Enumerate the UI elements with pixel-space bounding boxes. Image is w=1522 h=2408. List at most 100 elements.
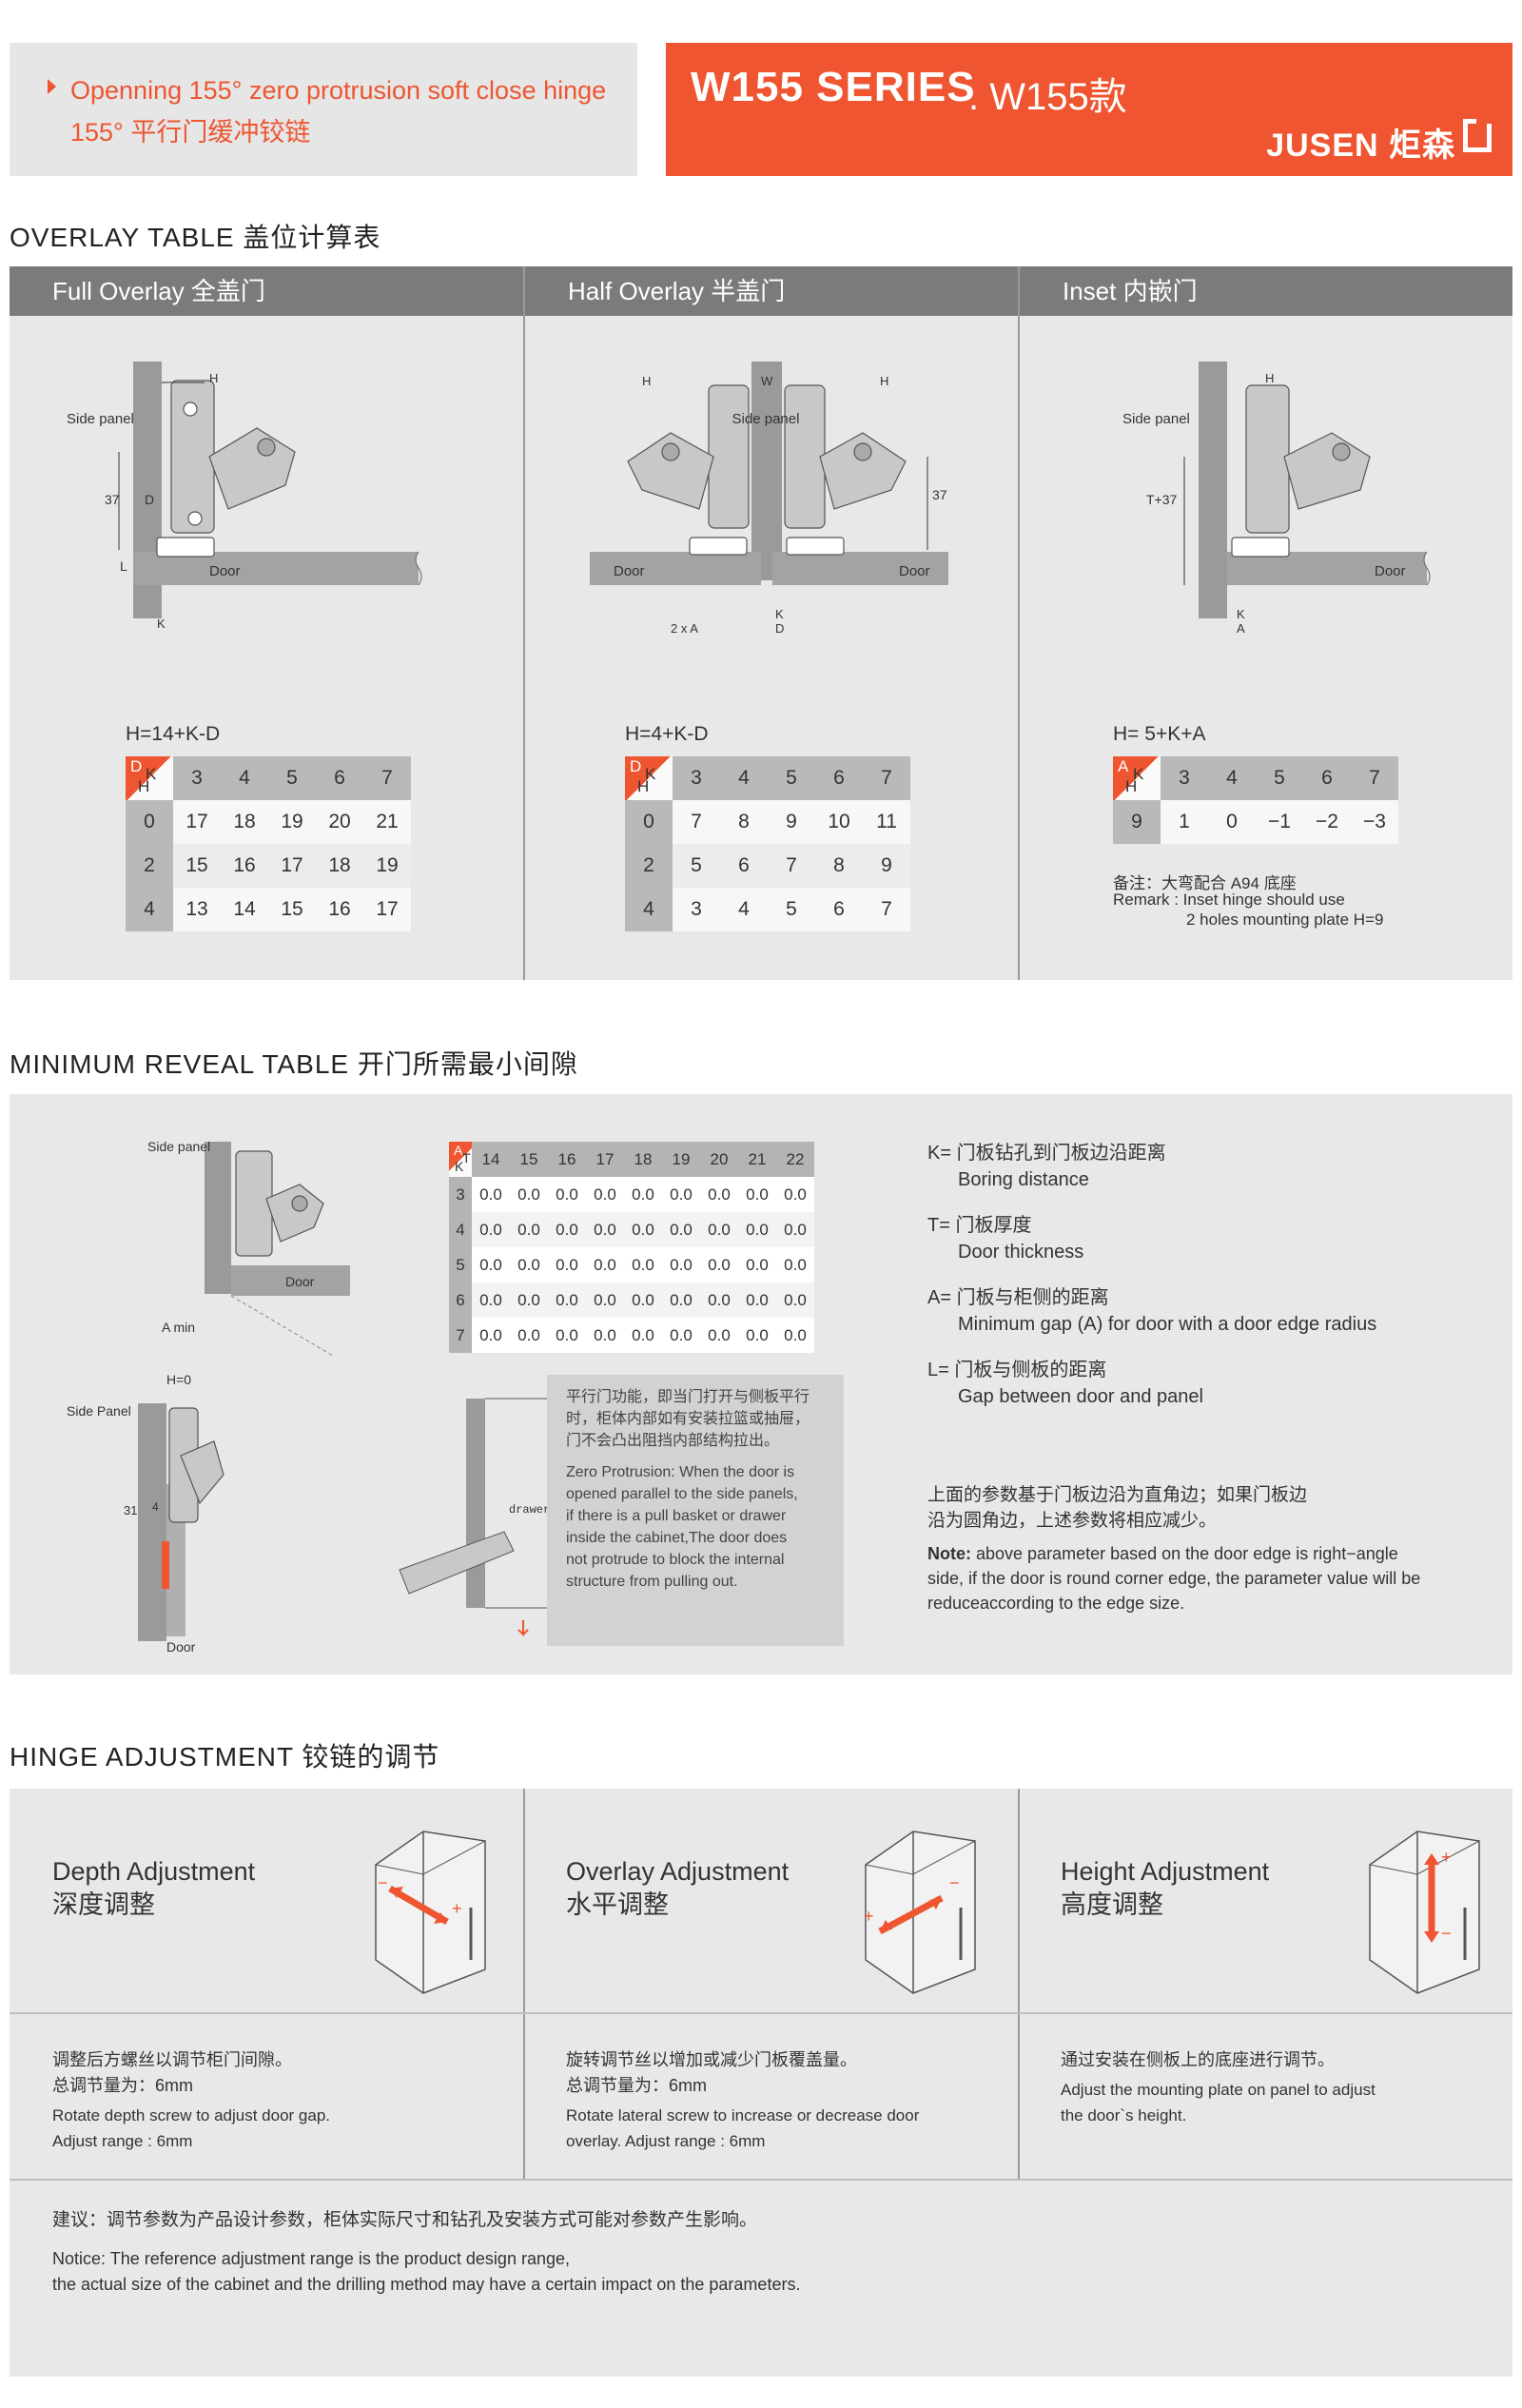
table-row: 2 5 6 7 8 9 [625, 844, 910, 888]
drawer-diagram [399, 1398, 571, 1637]
footer-en2: the actual size of the cabinet and the d… [52, 2275, 801, 2294]
depth-cabinet-icon: − + [375, 1830, 486, 1994]
table-header-cell: 6 [316, 756, 363, 800]
table-row: 0 7 8 9 10 11 [625, 800, 910, 844]
door-label: Door [209, 563, 241, 579]
side-panel-label: Side panel [1122, 411, 1190, 427]
overlay-cabinet-icon: + − [864, 1830, 976, 1994]
row-divider [10, 2012, 1512, 2014]
header-left-box: Openning 155° zero protrusion soft close… [10, 43, 637, 176]
half-overlay-diagram: Side panel H W H 37 Door Door 2 x A K D [590, 362, 948, 636]
dim-d-label: D [775, 621, 784, 636]
half-overlay-formula: H=4+K-D [625, 723, 709, 745]
brand-logo-icon [1463, 119, 1492, 152]
plus-sign: + [1441, 1848, 1452, 1867]
overlay-col-header-inset: Inset 内嵌门 [1020, 266, 1512, 316]
door-label: Door [285, 1274, 315, 1289]
table-header-cell: 5 [768, 756, 815, 800]
overlay-adjustment-title: Overlay Adjustment 水平调整 [566, 1857, 790, 1919]
depth-adjustment-title: Depth Adjustment 深度调整 [52, 1857, 256, 1919]
dim-t37-label: T+37 [1146, 492, 1178, 507]
inset-formula: H= 5+K+A [1113, 723, 1206, 745]
reveal-diagram-top: Side panel Door A min [147, 1139, 350, 1357]
dim-37-label: 37 [105, 492, 120, 507]
table-header-cell: 4 [221, 756, 268, 800]
adjustment-section-title: HINGE ADJUSTMENT 铰链的调节 [10, 1742, 440, 1772]
dim-h-label: H [880, 374, 888, 388]
depth-adjustment-desc: 调整后方螺丝以调节柜门间隙。 总调节量为：6mm Rotate depth sc… [52, 2050, 331, 2150]
minus-sign: − [1441, 1924, 1452, 1943]
brand-name: JUSEN 炬森 [1266, 127, 1455, 164]
footer-cn: 建议：调节参数为产品设计参数，柜体实际尺寸和钻孔及安装方式可能对参数产生影响。 [52, 2210, 758, 2230]
side-panel-label: Side Panel [67, 1403, 131, 1419]
table-header-cell: 4 [1208, 756, 1256, 800]
table-row: 4 3 4 5 6 7 [625, 888, 910, 931]
table-header-cell: 5 [1256, 756, 1303, 800]
height-adjustment-desc: 通过安装在侧板上的底座进行调节。 Adjust the mounting pla… [1061, 2050, 1376, 2124]
h0-label: H=0 [166, 1372, 191, 1387]
reveal-panel: Side panel Door A min Side Panel H=0 31 … [10, 1094, 1512, 1674]
table-header-cell: 6 [1303, 756, 1351, 800]
reveal-legend: K= 门板钻孔到门板边沿距离 Boring distance T= 门板厚度 D… [927, 1140, 1498, 1410]
legend-k-en: Boring distance [958, 1169, 1089, 1190]
header-right-box: W155 SERIES . W155款 JUSEN 炬森 [666, 43, 1512, 176]
inset-remark-en2: 2 holes mounting plate H=9 [1186, 910, 1384, 929]
dim-31-label: 31 [124, 1503, 137, 1517]
dim-h-label: H [1265, 371, 1274, 385]
column-divider [523, 1789, 525, 2179]
height-cabinet-icon: + − [1369, 1830, 1480, 1994]
side-panel-label: Side panel [67, 411, 134, 427]
reveal-note-en: Note: above parameter based on the door … [927, 1544, 1421, 1613]
overlay-section-title: OVERLAY TABLE 盖位计算表 [10, 223, 381, 252]
table-row: 0 17 18 19 20 21 [126, 800, 411, 844]
overlay-adjustment-desc: 旋转调节丝以增加或减少门板覆盖量。 总调节量为：6mm Rotate later… [566, 2050, 920, 2150]
dim-l-label: L [120, 558, 127, 574]
dim-d-label: D [145, 492, 154, 507]
a-min-label: A min [162, 1320, 195, 1335]
table-header-cell: 3 [673, 756, 720, 800]
footer-en1: Notice: The reference adjustment range i… [52, 2249, 570, 2268]
dim-37-label: 37 [932, 487, 947, 502]
header-title-cn: 155° 平行门缓冲铰链 [70, 118, 311, 147]
inset-diagram: H Side panel T+37 K A Door [1122, 362, 1431, 636]
series-title: W155 SERIES [691, 64, 976, 110]
zero-protrusion-note: 平行门功能，即当门打开与侧板平行 时，柜体内部如有安装拉篮或抽屉， 门不会凸出阻… [547, 1375, 844, 1646]
column-divider [1018, 1789, 1020, 2179]
table-row: 2 15 16 17 18 19 [126, 844, 411, 888]
legend-l-en: Gap between door and panel [958, 1386, 1203, 1407]
overlay-col-header-full: Full Overlay 全盖门 [10, 266, 523, 316]
plus-sign: + [864, 1907, 874, 1926]
legend-a-cn: A= 门板与柜侧的距离 [927, 1287, 1109, 1308]
overlay-panel: Full Overlay 全盖门 Half Overlay 半盖门 Inset … [10, 266, 1512, 980]
table-header-cell: 6 [815, 756, 863, 800]
full-overlay-formula: H=14+K-D [126, 723, 221, 745]
table-header-cell: 7 [863, 756, 910, 800]
dim-h-label: H [209, 371, 218, 385]
legend-t-en: Door thickness [958, 1242, 1084, 1263]
plus-sign: + [452, 1899, 462, 1918]
inset-remark-cn: 备注：大弯配合 A94 底座 [1113, 874, 1297, 892]
minus-sign: − [378, 1873, 388, 1892]
model-name: . W155款 [968, 76, 1127, 118]
side-panel-label: Side panel [147, 1139, 210, 1154]
height-adjustment-title: Height Adjustment 高度调整 [1061, 1857, 1270, 1919]
dim-k-label: K [775, 607, 784, 621]
dim-h-label: H [642, 374, 651, 388]
inset-remark-en1: Remark : Inset hinge should use [1113, 891, 1345, 909]
play-arrow-icon [48, 79, 56, 94]
door-label: Door [899, 563, 930, 579]
minus-sign: − [949, 1873, 960, 1892]
door-label: Door [1375, 563, 1406, 579]
dim-k-label: K [157, 617, 166, 631]
door-label: Door [614, 563, 645, 579]
row-divider [10, 2179, 1512, 2181]
overlay-col-header-half: Half Overlay 半盖门 [525, 266, 1018, 316]
